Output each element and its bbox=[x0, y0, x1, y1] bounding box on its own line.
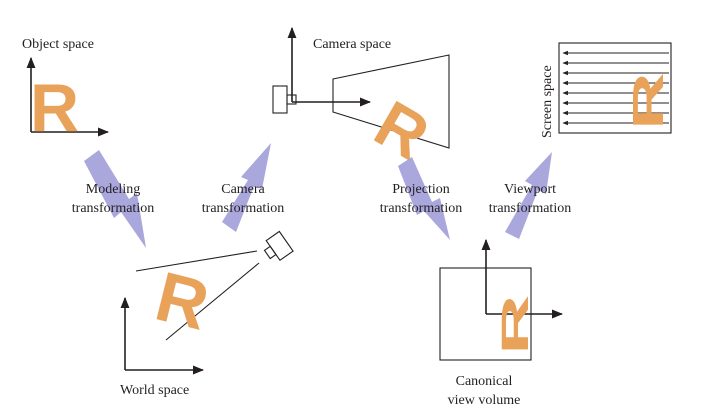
canonical-label-line2: view volume bbox=[448, 393, 521, 408]
canonical-label-line1: Canonical bbox=[456, 374, 513, 389]
modeling-label-line2: transformation bbox=[72, 201, 154, 216]
camera-transformation-label-line1: Camera bbox=[221, 182, 265, 197]
projection-label-line1: Projection bbox=[392, 182, 450, 197]
object-space-panel: Object space R bbox=[22, 37, 110, 146]
screen-r-glyph: R bbox=[623, 72, 672, 130]
world-frustum-bottom-edge bbox=[165, 262, 260, 341]
camera-transformation-label-line2: transformation bbox=[202, 201, 284, 216]
viewport-label-line1: Viewport bbox=[504, 182, 556, 197]
camera-body-icon bbox=[272, 85, 288, 114]
object-space-label: Object space bbox=[22, 37, 94, 52]
camera-space-panel: Camera space R bbox=[272, 26, 450, 174]
world-camera-icon bbox=[263, 230, 294, 262]
projection-label-line2: transformation bbox=[380, 201, 462, 216]
camera-transformation-arrow bbox=[222, 143, 271, 232]
camera-r-glyph: R bbox=[363, 86, 441, 174]
camera-space-label: Camera space bbox=[313, 37, 391, 52]
viewport-label-line2: transformation bbox=[489, 201, 571, 216]
canonical-view-volume-panel: R Canonical view volume bbox=[439, 238, 564, 408]
world-space-label: World space bbox=[120, 383, 189, 398]
world-r-glyph: R bbox=[148, 257, 216, 345]
modeling-arrow bbox=[84, 150, 146, 248]
screen-frame bbox=[558, 42, 672, 134]
screen-space-panel: R Screen space bbox=[540, 42, 673, 138]
scanline-arrows bbox=[562, 50, 669, 126]
world-frustum-top-edge bbox=[135, 250, 258, 272]
canonical-r-glyph: R bbox=[494, 294, 536, 355]
projection-arrow bbox=[398, 157, 450, 240]
viewport-arrow bbox=[505, 152, 552, 239]
transformation-labels: Modeling transformation Camera transform… bbox=[72, 182, 571, 216]
modeling-label-line1: Modeling bbox=[86, 182, 140, 197]
screen-space-label: Screen space bbox=[540, 65, 555, 138]
object-r-glyph: R bbox=[30, 70, 79, 146]
world-camera-lens bbox=[263, 245, 277, 260]
transformation-arrows bbox=[84, 143, 552, 248]
camera-frustum bbox=[332, 54, 450, 149]
world-space-panel: R World space bbox=[120, 230, 294, 398]
camera-lens-icon bbox=[286, 94, 297, 105]
